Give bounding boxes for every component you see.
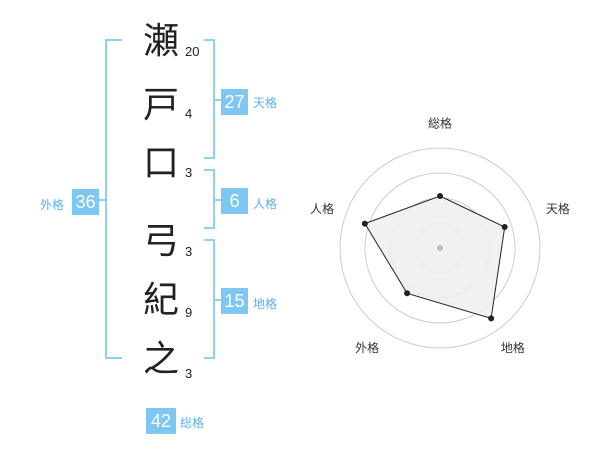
gaikaku-label: 外格 xyxy=(40,198,65,212)
stroke-count-2: 4 xyxy=(185,106,193,121)
chikaku-label: 地格 xyxy=(253,297,278,311)
tenkaku-value-badge: 27 xyxy=(221,89,248,115)
radar-point-5 xyxy=(361,220,368,227)
radar-point-1 xyxy=(437,193,443,199)
name-char-1: 瀬 xyxy=(143,21,180,62)
radar-axis-label-5: 人格 xyxy=(310,201,334,216)
radar-axis-label-3: 地格 xyxy=(501,340,525,355)
name-char-2: 戸 xyxy=(143,85,180,126)
radar-axis-label-2: 天格 xyxy=(546,201,570,216)
stroke-count-4: 3 xyxy=(185,244,193,259)
name-char-5: 紀 xyxy=(143,280,180,321)
radar-ring-3 xyxy=(364,172,516,324)
radar-axis-label-1: 総格 xyxy=(428,116,452,131)
jinkaku-value-badge: 6 xyxy=(221,188,248,214)
jinkaku-label: 人格 xyxy=(253,197,278,211)
radar-point-3 xyxy=(488,315,495,322)
gaikaku-value-badge: 36 xyxy=(72,189,99,215)
radar-point-2 xyxy=(501,223,508,230)
chikaku-value-badge: 15 xyxy=(221,288,248,314)
stroke-count-5: 9 xyxy=(185,305,193,320)
radar-ring-4 xyxy=(339,147,541,349)
soukaku-value-badge: 42 xyxy=(146,408,176,434)
name-char-4: 弓 xyxy=(143,221,180,262)
name-char-6: 之 xyxy=(143,339,180,380)
name-char-3: 口 xyxy=(143,143,180,184)
stroke-count-1: 20 xyxy=(185,44,200,59)
stroke-count-6: 3 xyxy=(185,366,193,381)
bracket-chikaku xyxy=(204,239,221,359)
radar-polygon xyxy=(364,195,506,320)
radar-axis-label-4: 外格 xyxy=(355,340,379,355)
tenkaku-label: 天格 xyxy=(253,96,278,110)
radar-center-dot xyxy=(437,245,443,251)
radar-points xyxy=(361,193,508,322)
radar-point-4 xyxy=(404,290,411,297)
stroke-count-3: 3 xyxy=(185,165,193,180)
soukaku-label: 総格 xyxy=(180,416,205,430)
bracket-jinkaku xyxy=(204,169,221,229)
bracket-tenkaku xyxy=(204,39,221,159)
bracket-gaikaku xyxy=(99,39,122,359)
